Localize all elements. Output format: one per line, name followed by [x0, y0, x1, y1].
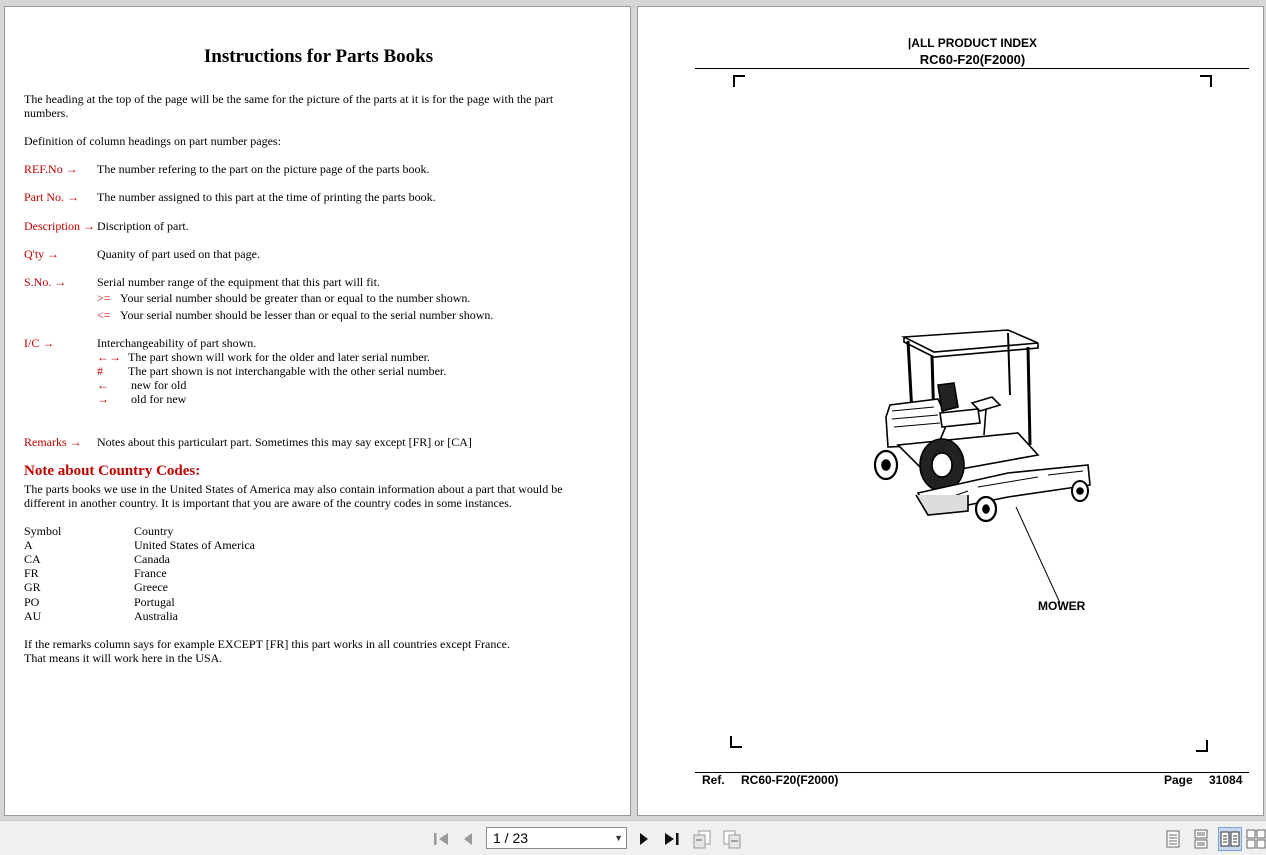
previous-page-icon[interactable] [456, 827, 480, 851]
ic-left-symbol: ← [97, 378, 109, 392]
next-page-icon[interactable] [632, 827, 656, 851]
model-heading: RC60-F20(F2000) [919, 52, 1026, 67]
symbol-header: Symbol [24, 524, 62, 538]
footer-ref-label: Ref. [702, 773, 725, 787]
country-name: Canada [134, 552, 170, 566]
page-indicator-text: 1 / 23 [493, 830, 529, 846]
chevron-down-icon[interactable]: ▼ [614, 833, 623, 843]
crop-mark-top-left [733, 75, 745, 87]
remarks-label: Remarks → [24, 435, 82, 449]
ic-right-symbol: → [97, 392, 109, 406]
partno-label: Part No. → [24, 190, 79, 204]
right-document-page: |ALL PRODUCT INDEX RC60-F20(F2000) [637, 6, 1264, 816]
viewer-toolbar: 1 / 23 ▼ [0, 820, 1266, 855]
ic-right-text: old for new [131, 392, 187, 406]
country-symbol: CA [24, 552, 41, 566]
crop-mark-top-right [1200, 75, 1212, 87]
mower-tractor-illustration [873, 329, 1091, 604]
footer-page-label: Page [1164, 773, 1193, 787]
page-number-input[interactable]: 1 / 23 ▼ [486, 827, 627, 849]
refno-label: REF.No → [24, 162, 78, 176]
description-desc: Discription of part. [97, 219, 189, 233]
two-page-continuous-view-icon[interactable] [1244, 827, 1266, 851]
first-page-icon[interactable] [429, 827, 453, 851]
ic-desc: Interchangeability of part shown. [97, 336, 257, 350]
page-title: Instructions for Parts Books [203, 46, 434, 67]
sno-le-symbol: <= [97, 308, 111, 322]
ic-label: I/C → [24, 336, 55, 350]
description-label: Description → [24, 219, 95, 233]
intro-paragraph: The heading at the top of the page will … [24, 92, 554, 120]
single-page-view-icon[interactable] [1161, 827, 1185, 851]
closing-line-1: If the remarks column says for example E… [24, 637, 510, 651]
refno-desc: The number refering to the part on the p… [97, 162, 430, 176]
country-header: Country [134, 524, 174, 538]
partno-desc: The number assigned to this part at the … [97, 190, 436, 204]
ic-hash-text: The part shown is not interchangable wit… [128, 364, 447, 378]
definition-text: Definition of column headings on part nu… [24, 134, 281, 148]
country-symbol: AU [24, 609, 42, 623]
sno-ge-text: Your serial number should be greater tha… [120, 291, 471, 305]
country-name: Greece [134, 580, 168, 594]
left-document-page: Instructions for Parts Books The heading… [4, 6, 631, 816]
last-page-icon[interactable] [660, 827, 684, 851]
mower-callout-label: MOWER [1038, 599, 1086, 613]
country-symbol: PO [24, 595, 40, 609]
country-name: Portugal [134, 595, 175, 609]
footer-page-value: 31084 [1209, 773, 1243, 787]
country-intro: The parts books we use in the United Sta… [24, 482, 563, 510]
country-name: France [134, 566, 167, 580]
footer-rule [695, 772, 1249, 773]
country-symbol: GR [24, 580, 41, 594]
sno-ge-symbol: >= [97, 291, 111, 305]
sno-le-text: Your serial number should be lesser than… [120, 308, 494, 322]
go-forward-view-icon[interactable] [720, 827, 744, 851]
country-name: United States of America [134, 538, 255, 552]
sno-label: S.No. → [24, 275, 67, 289]
closing-line-2: That means it will work here in the USA. [24, 651, 223, 665]
crop-mark-bottom-right [1196, 740, 1208, 752]
country-codes-heading: Note about Country Codes: [24, 463, 201, 479]
remarks-desc: Notes about this particulart part. Somet… [97, 435, 472, 449]
ic-both-text: The part shown will work for the older a… [128, 350, 430, 364]
ic-both-symbol: ←→ [97, 350, 121, 364]
sno-desc: Serial number range of the equipment tha… [97, 275, 380, 289]
country-name: Australia [134, 609, 178, 623]
qty-label: Q'ty → [24, 247, 60, 261]
ic-hash-symbol: # [97, 364, 103, 378]
country-symbol: A [24, 538, 33, 552]
crop-mark-bottom-left [730, 736, 742, 748]
footer-ref-value: RC60-F20(F2000) [741, 773, 839, 787]
header-rule [695, 68, 1249, 69]
two-page-view-icon[interactable] [1218, 827, 1242, 851]
go-back-view-icon[interactable] [690, 827, 714, 851]
product-index-heading: |ALL PRODUCT INDEX [907, 36, 1038, 50]
continuous-view-icon[interactable] [1189, 827, 1213, 851]
qty-desc: Quanity of part used on that page. [97, 247, 260, 261]
ic-left-text: new for old [131, 378, 187, 392]
country-symbol: FR [24, 566, 39, 580]
